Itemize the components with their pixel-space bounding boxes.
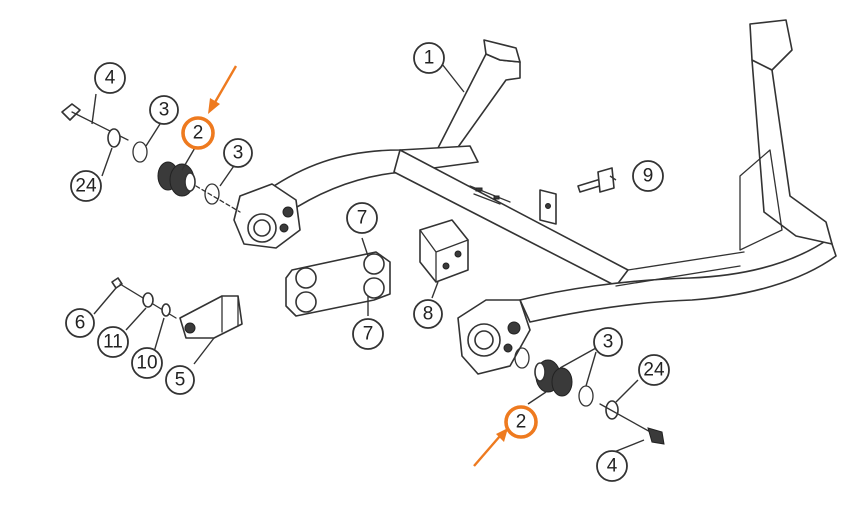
callout-8: 8: [413, 299, 443, 329]
right-ring-3-outer: [578, 385, 594, 407]
left-pivot-boss: [233, 183, 301, 249]
callout-label: 2: [516, 412, 527, 433]
callout-label: 8: [423, 304, 434, 325]
left-ring-3-inner: [204, 183, 220, 205]
callout-label: 24: [75, 176, 97, 197]
callout-3-right: 3: [593, 327, 623, 357]
center-stand-frame: [267, 19, 837, 323]
callout-label: 7: [363, 324, 374, 345]
bracket-8: [419, 219, 469, 283]
callout-label: 2: [193, 123, 204, 144]
left-bushing-2: [157, 161, 196, 197]
bracket-5: [179, 295, 243, 339]
callout-label: 4: [105, 68, 116, 89]
callout-6: 6: [65, 308, 95, 338]
right-bushing-2: [534, 359, 573, 397]
callout-24-right: 24: [638, 354, 670, 386]
callout-label: 5: [175, 370, 186, 391]
callout-4-lower: 4: [596, 450, 628, 482]
callout-1: 1: [413, 42, 445, 74]
right-pivot-boss: [457, 299, 531, 375]
callout-11: 11: [97, 326, 129, 358]
callout-label: 6: [75, 313, 86, 334]
callout-label: 7: [357, 208, 368, 229]
callout-label: 11: [103, 332, 123, 353]
left-washer-24: [107, 128, 121, 148]
right-ring-3-inner: [514, 347, 530, 369]
callout-10: 10: [131, 347, 163, 379]
callout-7-upper: 7: [346, 202, 378, 234]
callout-24-left: 24: [70, 170, 102, 202]
callout-label: 3: [159, 100, 170, 121]
washer-11: [142, 292, 154, 308]
highlight-arrow-upper: [208, 65, 238, 114]
left-ring-3-outer: [132, 141, 148, 163]
callout-label: 9: [643, 166, 654, 187]
callout-label: 10: [136, 353, 157, 374]
callout-7-lower: 7: [352, 318, 384, 350]
callout-4-upper: 4: [94, 62, 126, 94]
callout-2-upper: 2: [181, 116, 215, 150]
bolt-9: [577, 167, 615, 193]
callout-3-left: 3: [223, 138, 253, 168]
callout-label: 4: [607, 456, 618, 477]
callout-label: 3: [233, 143, 244, 164]
callout-5: 5: [165, 365, 195, 395]
rubber-stop-7: [285, 251, 391, 317]
callout-label: 3: [603, 332, 614, 353]
right-bolt: [599, 403, 665, 445]
callout-label: 1: [424, 48, 435, 69]
highlight-arrow-lower: [473, 428, 508, 467]
callout-9: 9: [632, 160, 664, 192]
callout-3-left-top: 3: [149, 95, 179, 125]
washer-10: [161, 303, 171, 317]
callout-2-lower: 2: [504, 405, 538, 439]
screw-6-head: [111, 277, 123, 289]
callout-label: 24: [643, 360, 665, 381]
